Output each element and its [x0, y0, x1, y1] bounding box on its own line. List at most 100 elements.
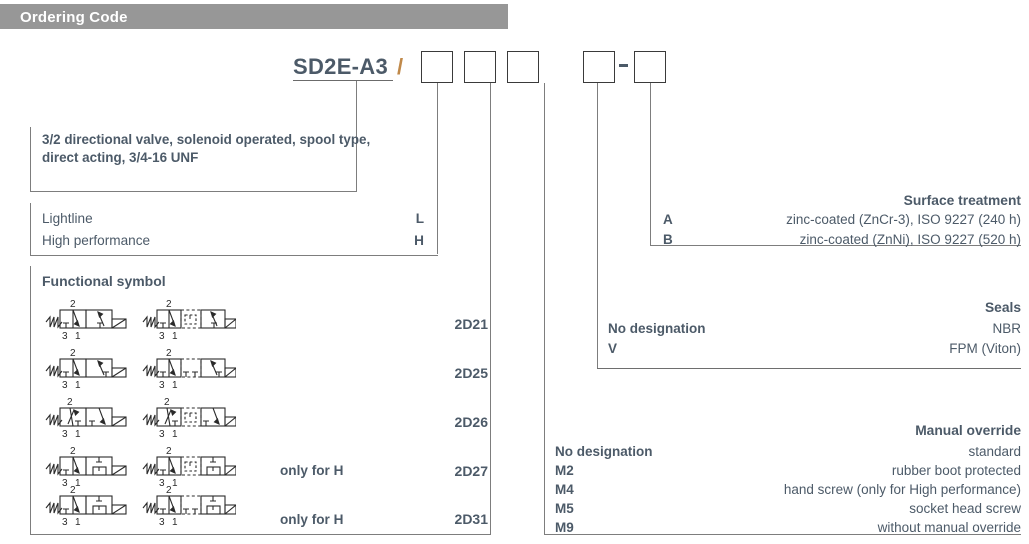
svg-text:2: 2 [70, 485, 76, 496]
valve-description: 3/2 directional valve, solenoid operated… [42, 132, 371, 165]
manual-row-0-code: No designation [555, 444, 653, 459]
seals-row-0-text: NBR [992, 321, 1021, 336]
order-code-dash [619, 64, 628, 67]
svg-text:3: 3 [62, 380, 68, 390]
funcsym-row-4-code: 2D31 [454, 511, 488, 527]
svg-text:1: 1 [75, 478, 81, 488]
order-code-box-4[interactable] [583, 51, 615, 83]
surface-treatment-title: Surface treatment [903, 193, 1021, 208]
leader-line-box-4 [597, 83, 598, 368]
symbol-2D25-b: 2 3 1 [139, 345, 237, 395]
svg-text:3: 3 [62, 517, 68, 527]
svg-text:2: 2 [70, 446, 76, 457]
order-code-box-3[interactable] [507, 51, 539, 83]
svg-text:3: 3 [62, 331, 68, 341]
page-title: Ordering Code [20, 9, 128, 26]
svg-text:1: 1 [75, 331, 81, 341]
perf-row-0-code: L [415, 211, 424, 226]
functional-symbol-title: Functional symbol [42, 273, 166, 289]
surface-row-0-text: zinc-coated (ZnCr-3), ISO 9227 (240 h) [786, 212, 1021, 227]
manual-row-3-text: socket head screw [909, 501, 1021, 516]
svg-text:2: 2 [166, 348, 172, 359]
symbol-2D21-a: 2 3 1 [42, 296, 127, 346]
funcsym-row-3-code: 2D27 [454, 463, 488, 479]
order-code-separator: / [397, 54, 404, 79]
svg-text:1: 1 [75, 517, 81, 527]
seals-row-1-text: FPM (Viton) [949, 341, 1021, 356]
svg-text:2: 2 [70, 348, 76, 359]
svg-text:2: 2 [67, 397, 73, 408]
svg-text:1: 1 [172, 517, 178, 527]
order-code-box-5[interactable] [634, 51, 666, 83]
svg-text:3: 3 [159, 429, 165, 439]
order-code-underline [293, 80, 393, 81]
manual-row-0-text: standard [968, 444, 1021, 459]
svg-text:3: 3 [159, 517, 165, 527]
perf-row-1-label: High performance [42, 233, 151, 248]
perf-row-0-label: Lightline [42, 211, 93, 226]
symbol-2D21-b: 2 3 1 [139, 296, 237, 346]
perf-bottom-rule [30, 255, 438, 256]
svg-text:3: 3 [62, 478, 68, 488]
manual-bottom-rule [544, 534, 1021, 535]
surface-row-1-code: B [663, 232, 673, 247]
surface-bottom-rule [650, 245, 1021, 246]
funcsym-bottom-rule [30, 534, 491, 535]
manual-row-4-code: M9 [555, 520, 574, 535]
symbol-2D27-b: 2 3 1 [139, 443, 237, 493]
svg-text:2: 2 [164, 397, 170, 408]
desc-left-rule [30, 127, 31, 191]
seals-left-rule [597, 297, 598, 368]
manual-left-rule [544, 417, 545, 534]
svg-text:3: 3 [159, 331, 165, 341]
leader-line-box-5 [650, 83, 651, 245]
perf-row-1-code: H [414, 233, 424, 248]
svg-text:2: 2 [70, 299, 76, 310]
symbol-2D25-a: 2 3 1 [42, 345, 127, 395]
order-code-box-2[interactable] [464, 51, 496, 83]
seals-row-0-code: No designation [608, 321, 706, 336]
svg-text:1: 1 [75, 380, 81, 390]
manual-row-4-text: without manual override [877, 520, 1021, 535]
order-code-base: SD2E-A3 [293, 54, 389, 79]
svg-text:2: 2 [166, 446, 172, 457]
manual-row-2-text: hand screw (only for High performance) [783, 482, 1021, 497]
desc-bottom-rule [30, 191, 357, 192]
seals-row-1-code: V [608, 341, 618, 356]
leader-line-base [356, 81, 357, 191]
surface-row-1-text: zinc-coated (ZnNi), ISO 9227 (520 h) [799, 232, 1021, 247]
manual-row-1-text: rubber boot protected [891, 463, 1021, 478]
funcsym-row-3-note: only for H [280, 463, 344, 478]
symbol-2D31-a: 2 3 1 [42, 482, 127, 532]
svg-text:1: 1 [172, 478, 178, 488]
svg-text:1: 1 [172, 380, 178, 390]
svg-text:2: 2 [166, 299, 172, 310]
svg-text:3: 3 [159, 380, 165, 390]
symbol-2D31-b: 2 3 1 [139, 482, 237, 532]
perf-left-rule [30, 203, 31, 255]
surface-left-rule [650, 190, 651, 245]
symbol-2D27-a: 2 3 1 [42, 443, 127, 493]
order-code-box-1[interactable] [421, 51, 453, 83]
funcsym-left-rule [30, 266, 31, 534]
leader-line-box-3 [544, 83, 545, 534]
funcsym-row-1-code: 2D25 [454, 365, 488, 381]
svg-text:1: 1 [172, 331, 178, 341]
surface-row-0-code: A [663, 212, 673, 227]
manual-row-3-code: M5 [555, 501, 574, 516]
manual-override-title: Manual override [915, 423, 1021, 438]
funcsym-row-4-note: only for H [280, 512, 344, 527]
symbol-2D26-b: 2 3 1 [139, 394, 237, 444]
manual-row-2-code: M4 [555, 482, 574, 497]
manual-row-1-code: M2 [555, 463, 574, 478]
leader-line-box-1 [437, 83, 438, 254]
svg-text:2: 2 [166, 485, 172, 496]
seals-bottom-rule [597, 368, 1021, 370]
svg-text:3: 3 [159, 478, 165, 488]
leader-line-box-2 [490, 83, 491, 534]
section-header-bar: Ordering Code [0, 4, 508, 29]
svg-text:1: 1 [75, 429, 81, 439]
funcsym-row-2-code: 2D26 [454, 414, 488, 430]
svg-text:3: 3 [62, 429, 68, 439]
